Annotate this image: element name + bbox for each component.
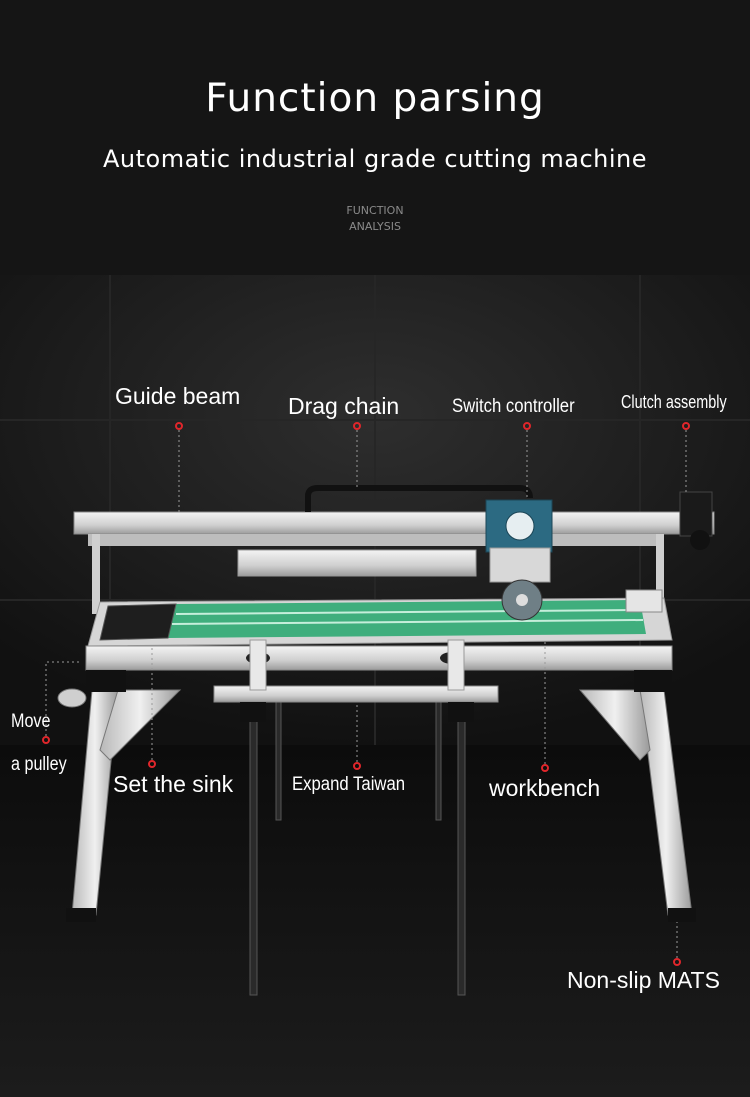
english-tag-line-2: ANALYSIS [349, 220, 401, 233]
english-tag: FUNCTION ANALYSIS [0, 203, 750, 235]
callout-switch-controller: Switch controller [452, 396, 575, 417]
drag-chain-shape [305, 485, 533, 512]
callout-set-sink: Set the sink [113, 771, 234, 797]
callout-move-line-1: Move [11, 711, 51, 732]
expand-platform [213, 685, 499, 703]
callout-workbench: workbench [489, 775, 601, 801]
page-subtitle: Automatic industrial grade cutting machi… [102, 145, 648, 173]
saw-head [485, 499, 553, 621]
callout-drag-chain: Drag chain [288, 393, 400, 419]
backdrop-floor [0, 745, 750, 1097]
callout-clutch-assembly: Clutch assembly [621, 392, 727, 412]
clutch-assembly-shape [679, 491, 713, 537]
page-title: Function parsing [205, 76, 545, 121]
callout-non-slip-mats: Non-slip MATS [567, 967, 720, 993]
sink-tray [99, 603, 177, 641]
non-slip-feet [66, 908, 696, 922]
green-rails [168, 600, 646, 638]
callout-expand-taiwan: Expand Taiwan [292, 774, 406, 795]
callout-guide-beam: Guide beam [115, 383, 241, 409]
callout-leaders [45, 430, 687, 958]
callout-dots [42, 422, 690, 966]
product-illustration [0, 275, 750, 1097]
guide-beam-shape [73, 511, 715, 535]
english-tag-line-1: FUNCTION [346, 204, 404, 217]
pulley-wheel [57, 688, 87, 708]
header-band: Function parsing Automatic industrial gr… [0, 0, 750, 275]
callout-move-line-2: a pulley [11, 754, 67, 775]
frame-legs [71, 689, 693, 916]
front-apron [85, 645, 673, 671]
